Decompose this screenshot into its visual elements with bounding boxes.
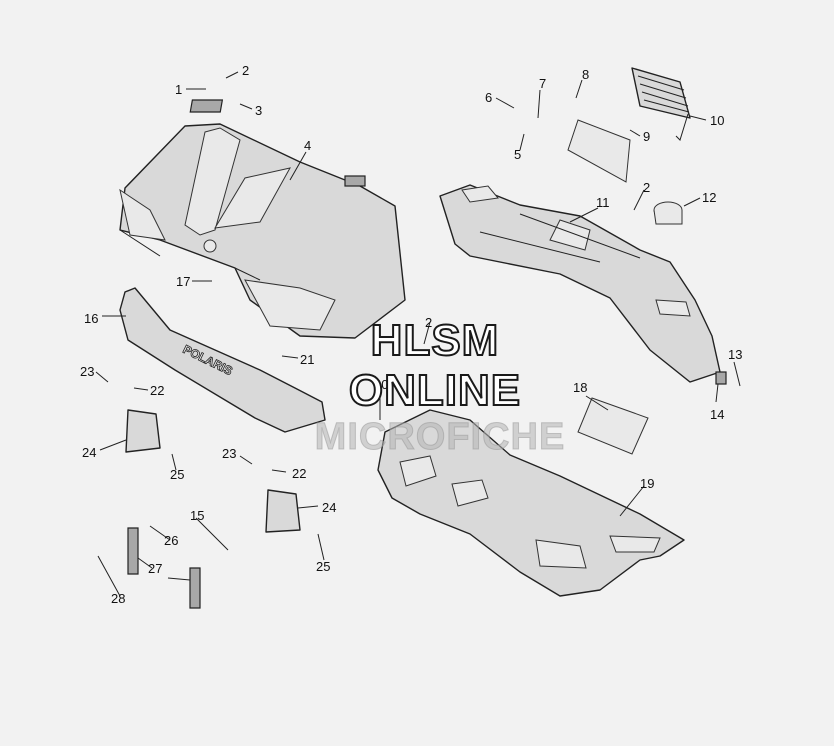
- callout-2-rack: 2: [643, 180, 651, 195]
- bolt-part-27a: [127, 527, 139, 575]
- callout-2: 2: [242, 63, 250, 78]
- callout-21: 21: [300, 352, 315, 367]
- headlight-housing-right: [265, 489, 301, 533]
- leader-lines: [95, 71, 741, 597]
- clip-part-14: [715, 371, 727, 385]
- bolt-part-27b: [189, 567, 201, 609]
- callout-17: 17: [176, 274, 191, 289]
- floor-pan-part: [377, 409, 685, 597]
- callout-5: 5: [514, 147, 522, 162]
- callout-1: 1: [175, 82, 183, 97]
- callout-11: 11: [596, 195, 610, 210]
- callout-23-left: 23: [80, 364, 95, 379]
- callout-14: 14: [710, 407, 725, 422]
- watermark-line-3: MICROFICHE: [314, 416, 566, 459]
- callout-20: 20: [374, 377, 389, 392]
- callout-26: 26: [164, 533, 179, 548]
- headlight-housing-left: [125, 409, 161, 453]
- grille-part: [631, 67, 691, 141]
- bracket-part-3: [189, 99, 224, 113]
- watermark-line-2: ONLINE: [348, 365, 522, 416]
- callout-25-left: 25: [170, 467, 185, 482]
- callout-3: 3: [255, 103, 263, 118]
- front-hood-part: [119, 123, 406, 339]
- rear-rack-part: [439, 184, 721, 383]
- callout-22-right: 22: [292, 466, 307, 481]
- cover-plate-part: [577, 397, 649, 455]
- callout-6: 6: [485, 90, 493, 105]
- callout-12: 12: [702, 190, 717, 205]
- callout-8: 8: [582, 67, 590, 82]
- callout-9: 9: [643, 129, 651, 144]
- callout-4: 4: [304, 138, 312, 153]
- callout-27: 27: [148, 561, 163, 576]
- seal-frame-part: [567, 119, 631, 183]
- bracket-part-small: [344, 175, 366, 187]
- callout-18: 18: [573, 380, 588, 395]
- callout-7: 7: [539, 76, 547, 91]
- callout-19: 19: [640, 476, 655, 491]
- callout-23-right: 23: [222, 446, 237, 461]
- callout-22-left: 22: [150, 383, 165, 398]
- watermark-line-1: HLSM: [370, 315, 500, 366]
- cap-body: [653, 209, 683, 225]
- callout-13: 13: [728, 347, 743, 362]
- callout-24-left: 24: [82, 445, 97, 460]
- callout-16: 16: [84, 311, 99, 326]
- callout-10: 10: [710, 113, 725, 128]
- callout-15: 15: [190, 508, 205, 523]
- callout-24-right: 24: [322, 500, 337, 515]
- callout-2-center: 2: [425, 315, 433, 330]
- callout-28: 28: [111, 591, 126, 606]
- callout-25-right: 25: [316, 559, 331, 574]
